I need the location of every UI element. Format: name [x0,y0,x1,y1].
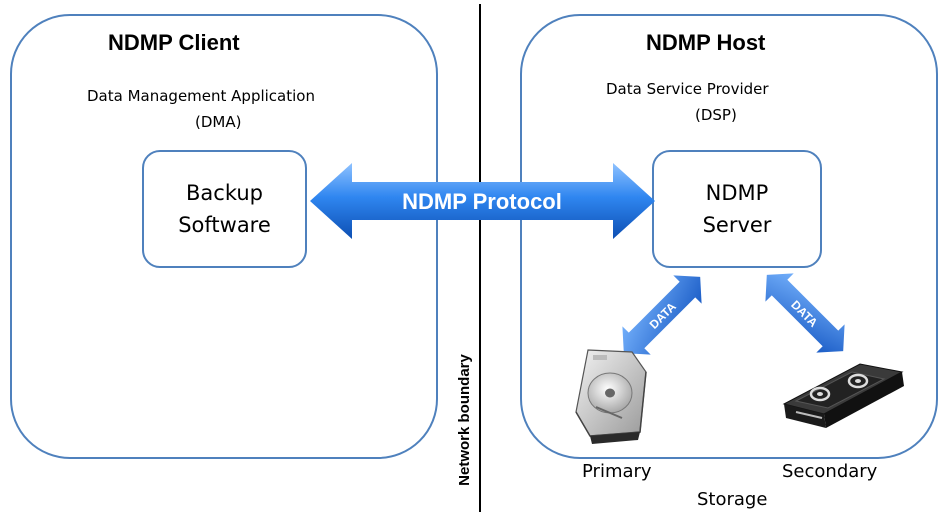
tape-cartridge-icon [782,363,904,428]
network-boundary-label: Network boundary [456,354,473,486]
backup-software-line2: Software [178,213,271,237]
dma-label-line2: (DMA) [195,113,242,131]
secondary-storage-label: Secondary [782,461,878,482]
dsp-label-line2: (DSP) [695,106,737,124]
backup-software-line1: Backup [186,181,263,205]
hard-drive-icon [575,349,647,444]
ndmp-server-line1: NDMP [705,181,769,205]
ndmp-protocol-arrow [310,163,655,239]
data-arrow-secondary: DATA [765,273,845,353]
dma-label-line1: Data Management Application [87,87,315,105]
ndmp-client-title: NDMP Client [108,30,240,55]
ndmp-server-line2: Server [702,213,772,237]
ndmp-host-title: NDMP Host [646,30,766,55]
dsp-label-line1: Data Service Provider [606,80,769,98]
storage-caption: Storage [697,489,768,510]
primary-storage-label: Primary [582,461,652,482]
ndmp-protocol-label: NDMP Protocol [402,189,562,214]
ndmp-server-box: NDMP Server [652,150,822,268]
